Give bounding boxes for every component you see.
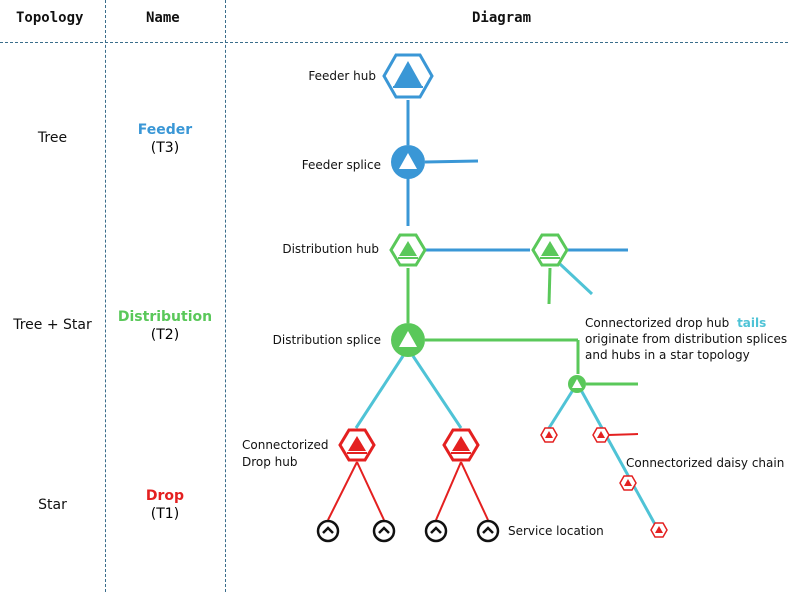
daisy-chain-label: Connectorized daisy chain <box>626 456 784 470</box>
distribution-hub-label: Distribution hub <box>282 242 379 256</box>
drop-hub-label-line1: Connectorized <box>242 438 329 452</box>
tier-name: Feeder <box>137 122 193 138</box>
drop-hub-node <box>338 428 376 462</box>
tier-code: (T3) <box>150 140 180 156</box>
distribution-hub-node-2 <box>531 233 569 267</box>
feeder-splice-label: Feeder splice <box>302 158 381 172</box>
distribution-splice-node <box>391 323 425 357</box>
column-divider-2 <box>225 0 226 592</box>
tier-name: Distribution <box>117 309 213 325</box>
small-drop-hub-node <box>540 427 558 443</box>
topology-tree-star: Tree + Star <box>13 317 92 333</box>
feeder-splice-node <box>391 145 425 179</box>
service-location-label: Service location <box>508 524 604 538</box>
distribution-lines <box>406 267 638 386</box>
topology-tree: Tree <box>37 130 68 146</box>
small-drop-hub-node <box>650 522 668 538</box>
tier-code: (T2) <box>150 327 180 343</box>
feeder-hub-label: Feeder hub <box>308 69 376 83</box>
tails-note-line2: originate from distribution splices <box>585 332 787 346</box>
tail-lines <box>354 262 659 529</box>
topology-star: Star <box>38 497 67 513</box>
distribution-splice-node-small <box>568 375 586 393</box>
tails-note-prefix: Connectorized drop hub <box>585 316 729 330</box>
tier-code: (T1) <box>150 506 180 522</box>
tier-distribution: Distribution (T2) <box>110 308 220 344</box>
tier-drop: Drop (T1) <box>110 487 220 523</box>
distribution-hub-node <box>389 233 427 267</box>
service-location-node <box>316 519 340 543</box>
service-location-node <box>372 519 396 543</box>
column-divider-1 <box>105 0 106 592</box>
service-location-node <box>476 519 500 543</box>
feeder-lines <box>406 100 628 252</box>
service-location-node <box>424 519 448 543</box>
tails-note-line1: Connectorized drop hub tails <box>585 316 766 330</box>
tier-feeder: Feeder (T3) <box>110 121 220 157</box>
drop-hub-label-line2: Drop hub <box>242 455 298 469</box>
feeder-hub-node <box>382 53 434 99</box>
small-drop-hub-node <box>619 475 637 491</box>
header-name: Name <box>146 10 180 26</box>
header-divider <box>0 42 788 43</box>
tails-keyword: tails <box>737 316 766 330</box>
tails-note-line3: and hubs in a star topology <box>585 348 750 362</box>
drop-hub-node <box>442 428 480 462</box>
header-topology: Topology <box>16 10 84 26</box>
drop-lines <box>327 433 639 521</box>
small-drop-hub-node <box>592 427 610 443</box>
distribution-splice-label: Distribution splice <box>273 333 381 347</box>
header-diagram: Diagram <box>472 10 532 26</box>
tier-name: Drop <box>145 488 185 504</box>
